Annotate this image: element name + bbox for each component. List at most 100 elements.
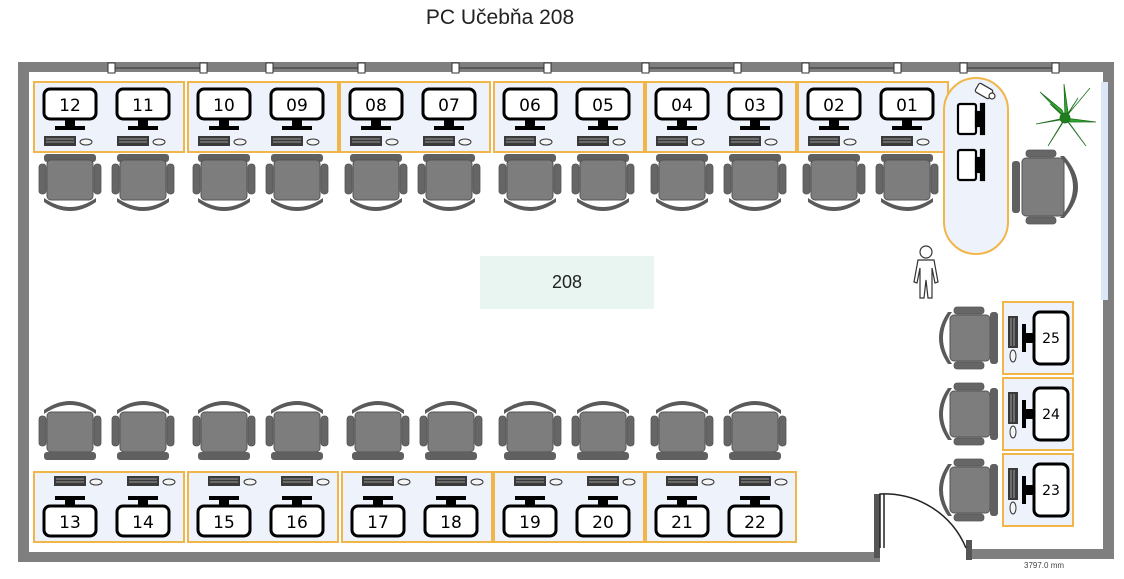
workstation-08: 08 xyxy=(344,87,408,212)
top-row-stations: 12 11 10 09 08 07 06 05 04 03 02 01 xyxy=(33,81,949,212)
chair-icon xyxy=(938,458,999,522)
workstation-18: 18 xyxy=(419,400,484,538)
workstation-23: 23 xyxy=(938,458,1070,522)
workstation-14: 14 xyxy=(111,400,176,538)
workstation-21: 21 xyxy=(650,400,715,538)
door xyxy=(879,493,967,549)
monitor-icon xyxy=(421,87,477,121)
workstation-label: 13 xyxy=(59,513,81,533)
chair-icon xyxy=(498,153,562,212)
monitor-icon xyxy=(423,504,479,538)
workstation-label: 02 xyxy=(823,96,845,116)
workstation-12: 12 xyxy=(38,87,102,212)
chair-icon xyxy=(265,153,329,212)
workstation-07: 07 xyxy=(417,87,481,212)
monitor-icon xyxy=(115,504,171,538)
workstation-label: 14 xyxy=(132,513,154,533)
chair-icon xyxy=(192,153,256,212)
monitor-icon xyxy=(1032,462,1070,518)
workstation-label: 11 xyxy=(132,96,154,116)
chair-icon xyxy=(111,400,175,461)
chair-icon xyxy=(723,153,787,212)
room-number-label: 208 xyxy=(480,256,654,309)
workstation-label: 05 xyxy=(592,96,614,116)
workstation-06: 06 xyxy=(498,87,562,212)
workstation-label: 24 xyxy=(1042,407,1060,423)
workstation-19: 19 xyxy=(498,400,563,538)
monitor-icon xyxy=(115,87,171,121)
workstation-05: 05 xyxy=(571,87,635,212)
workstation-10: 10 xyxy=(192,87,256,212)
workstation-03: 03 xyxy=(723,87,787,212)
monitor-icon xyxy=(42,504,98,538)
workstation-17: 17 xyxy=(346,400,411,538)
monitor-icon xyxy=(42,87,98,121)
chair-icon xyxy=(802,153,866,212)
chair-icon xyxy=(265,400,329,461)
chair-icon xyxy=(571,400,635,461)
monitor-icon xyxy=(806,87,862,121)
monitor-icon xyxy=(575,504,631,538)
dimension-label: 3797.0 mm xyxy=(1024,561,1065,570)
monitor-icon xyxy=(654,87,710,121)
chair-icon xyxy=(417,153,481,212)
workstation-label: 08 xyxy=(365,96,387,116)
workstation-label: 22 xyxy=(744,513,766,533)
monitor-icon xyxy=(269,87,325,121)
person-icon xyxy=(913,245,939,299)
chair-icon xyxy=(192,400,256,461)
monitor-icon xyxy=(1032,386,1070,442)
monitor-icon xyxy=(348,87,404,121)
workstation-label: 25 xyxy=(1042,331,1060,347)
chair-icon xyxy=(38,153,102,212)
monitor-icon xyxy=(350,504,406,538)
workstation-09: 09 xyxy=(265,87,329,212)
chair-icon xyxy=(111,153,175,212)
chair-icon xyxy=(38,400,102,461)
workstation-label: 21 xyxy=(671,513,693,533)
workstation-22: 22 xyxy=(723,400,788,538)
workstation-24: 24 xyxy=(938,382,1070,446)
workstation-13: 13 xyxy=(38,400,103,538)
monitor-icon xyxy=(727,504,783,538)
workstation-04: 04 xyxy=(650,87,714,212)
workstation-label: 15 xyxy=(213,513,235,533)
workstation-15: 15 xyxy=(192,400,257,538)
workstation-25: 25 xyxy=(938,306,1070,370)
chair-icon xyxy=(938,382,999,446)
workstation-01: 01 xyxy=(875,87,939,212)
monitor-icon xyxy=(269,504,325,538)
workstation-16: 16 xyxy=(265,400,330,538)
chair-icon xyxy=(650,400,714,461)
monitor-icon xyxy=(502,504,558,538)
monitor-icon xyxy=(879,87,935,121)
teacher-monitor-icon xyxy=(956,148,986,182)
right-column-stations: 25 24 23 xyxy=(938,301,1074,527)
workstation-label: 07 xyxy=(438,96,460,116)
workstation-label: 04 xyxy=(671,96,693,116)
chair-icon xyxy=(938,306,999,370)
monitor-icon xyxy=(575,87,631,121)
chair-icon xyxy=(650,153,714,212)
monitor-icon xyxy=(196,87,252,121)
plant-icon xyxy=(1035,83,1097,147)
chair-icon xyxy=(723,400,787,461)
workstation-label: 03 xyxy=(744,96,766,116)
chair-icon xyxy=(875,153,939,212)
workstation-11: 11 xyxy=(111,87,175,212)
workstation-20: 20 xyxy=(571,400,636,538)
workstation-label: 18 xyxy=(440,513,462,533)
windows xyxy=(107,62,1060,74)
teacher-chair xyxy=(1012,149,1078,225)
workstation-label: 01 xyxy=(896,96,918,116)
workstation-label: 19 xyxy=(519,513,541,533)
monitor-icon xyxy=(727,87,783,121)
teacher-desk xyxy=(943,77,1009,255)
workstation-label: 06 xyxy=(519,96,541,116)
workstation-label: 10 xyxy=(213,96,235,116)
chair-icon xyxy=(571,153,635,212)
room-walls xyxy=(18,62,1114,562)
chair-icon xyxy=(419,400,483,461)
